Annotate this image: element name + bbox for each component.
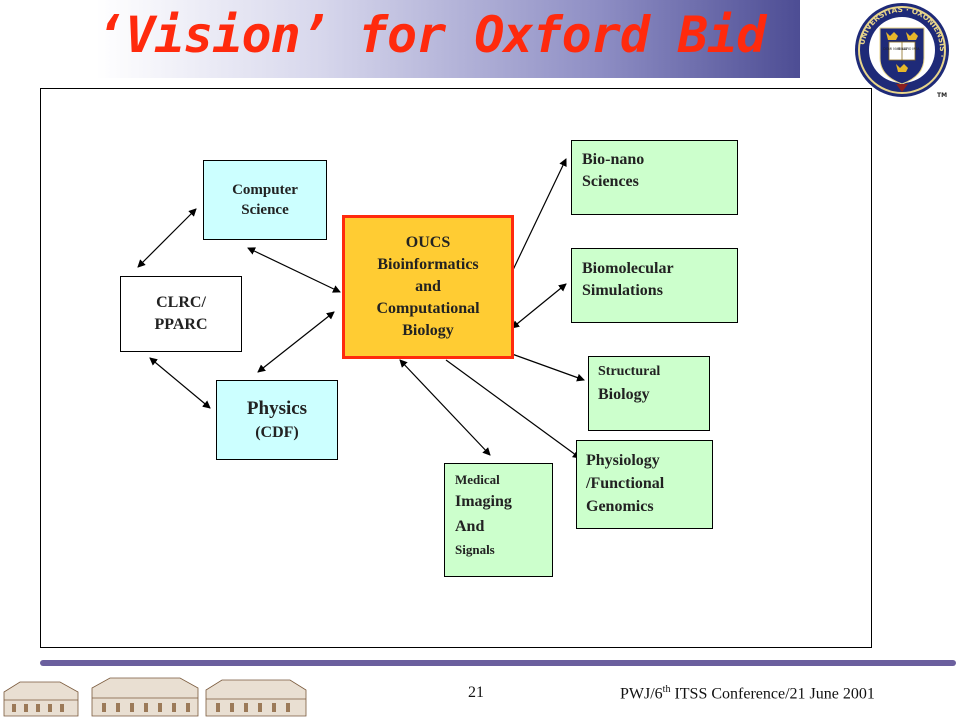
node-physiology-line1: Physiology xyxy=(586,452,660,469)
node-medical-line1: Medical xyxy=(455,472,500,487)
node-bio-nano-line1: Bio-nano xyxy=(582,151,645,168)
crest-book-right: MINATIO MEA xyxy=(897,47,920,51)
node-physiology-line3: Genomics xyxy=(586,498,654,516)
oxford-crest-icon: UNIVERSITAS · OXONIENSIS · DOMI NVS ILLV… xyxy=(855,3,949,99)
node-structural-line1: Structural xyxy=(598,364,661,379)
footer-text-post: ITSS Conference/21 June 2001 xyxy=(670,685,875,703)
footer-text-pre: PWJ/6 xyxy=(620,685,663,703)
node-medical-line4: Signals xyxy=(455,541,495,557)
node-structural: Structural Biology xyxy=(588,356,710,431)
node-biomolecular: Biomolecular Simulations xyxy=(571,248,738,323)
page-number: 21 xyxy=(468,684,484,701)
node-oucs-line2: Bioinformatics xyxy=(377,255,479,273)
node-structural-line2: Biology xyxy=(598,385,650,403)
crest-tm: TM xyxy=(937,92,947,99)
node-clrc-line1: CLRC/ xyxy=(156,294,206,312)
node-oucs-line4: Computational xyxy=(376,300,480,318)
footer-text: PWJ/6th ITSS Conference/21 June 2001 xyxy=(620,684,875,703)
node-medical-line3: And xyxy=(455,517,485,535)
node-computer-science: Computer Science xyxy=(203,160,327,240)
diagram-frame xyxy=(40,88,872,648)
node-physiology-line2: /Functional xyxy=(586,475,665,493)
footer-text-sup: th xyxy=(662,684,671,695)
node-clrc-line2: PPARC xyxy=(154,316,208,333)
node-medical-line2: Imaging xyxy=(455,493,512,511)
node-bio-nano-line2: Sciences xyxy=(582,172,639,190)
node-biomolecular-line2: Simulations xyxy=(582,281,663,299)
crest-book-left: DOMI NVS ILLV xyxy=(883,47,908,51)
node-oucs-line3: and xyxy=(415,277,441,295)
node-physics-line2: (CDF) xyxy=(255,424,299,442)
node-physics: Physics (CDF) xyxy=(216,380,338,460)
node-oucs-line1: OUCS xyxy=(405,233,451,251)
slide-title: ‘Vision’ for Oxford Bid xyxy=(96,6,766,64)
node-physics-line1: Physics xyxy=(246,398,308,420)
oxford-buildings-icon xyxy=(3,677,307,717)
node-physiology: Physiology /Functional Genomics xyxy=(576,440,713,529)
node-bio-nano: Bio-nano Sciences xyxy=(571,140,738,215)
node-computer-science-line2: Science xyxy=(241,202,289,218)
title-band xyxy=(0,0,800,78)
footer-rule xyxy=(40,660,956,666)
node-biomolecular-line1: Biomolecular xyxy=(582,260,674,277)
node-medical-imaging: Medical Imaging And Signals xyxy=(444,463,553,577)
node-oucs-line5: Biology xyxy=(402,322,454,340)
node-oucs: OUCS Bioinformatics and Computational Bi… xyxy=(342,215,514,359)
node-clrc-pparc: CLRC/ PPARC xyxy=(120,276,242,352)
node-computer-science-line1: Computer xyxy=(232,181,298,198)
